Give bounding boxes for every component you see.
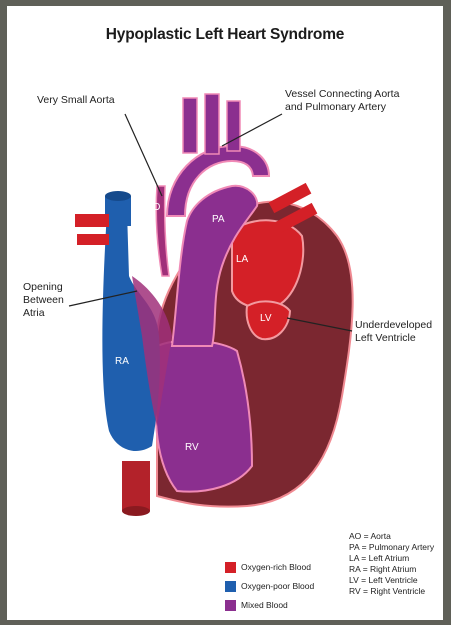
lv-label-line2: Left Ventricle (355, 332, 416, 344)
chamber-label-pa: PA (212, 214, 225, 225)
abbr-lv: LV = Left Ventricle (349, 575, 418, 586)
legend-swatch (225, 562, 236, 573)
legend-label: Mixed Blood (241, 600, 288, 610)
legend-item-oxygen-rich: Oxygen-rich Blood (225, 559, 311, 575)
inferior-vena-cava (122, 461, 150, 511)
abbr-pa: PA = Pulmonary Artery (349, 542, 434, 553)
legend-item-oxygen-poor: Oxygen-poor Blood (225, 578, 314, 594)
abbr-ao: AO = Aorta (349, 531, 391, 542)
chamber-label-lv: LV (260, 313, 272, 324)
legend-label: Oxygen-rich Blood (241, 562, 311, 572)
legend-swatch (225, 581, 236, 592)
vessel-label-line1: Vessel Connecting Aorta (285, 88, 399, 100)
small-aorta-label: Very Small Aorta (37, 94, 115, 106)
legend-swatch (225, 600, 236, 611)
opening-label-line1: Opening (23, 281, 63, 293)
diagram-card: Hypoplastic Left Heart Syndrome (7, 6, 443, 620)
chamber-label-la: LA (236, 254, 248, 265)
pulmonary-vein-left-2 (77, 234, 109, 245)
small-aorta (156, 186, 169, 276)
legend-item-mixed: Mixed Blood (225, 597, 288, 613)
legend-label: Oxygen-poor Blood (241, 581, 314, 591)
pointer-small-aorta (125, 114, 162, 196)
abbr-rv: RV = Right Ventricle (349, 586, 425, 597)
chamber-label-ra: RA (115, 356, 129, 367)
abbr-la: LA = Left Atrium (349, 553, 409, 564)
right-ventricle (155, 341, 252, 492)
aortic-branch-2 (205, 94, 219, 154)
abbr-ra: RA = Right Atrium (349, 564, 416, 575)
vessel-label-line2: and Pulmonary Artery (285, 101, 386, 113)
aortic-branch-1 (183, 98, 197, 153)
aortic-branch-3 (227, 101, 240, 151)
chamber-label-rv: RV (185, 442, 199, 453)
opening-label-line2: Between (23, 294, 64, 306)
chamber-label-ao: AO (146, 202, 160, 213)
pulmonary-vein-left-1 (75, 214, 109, 227)
lv-label-line1: Underdeveloped (355, 319, 432, 331)
opening-label-line3: Atria (23, 307, 45, 319)
